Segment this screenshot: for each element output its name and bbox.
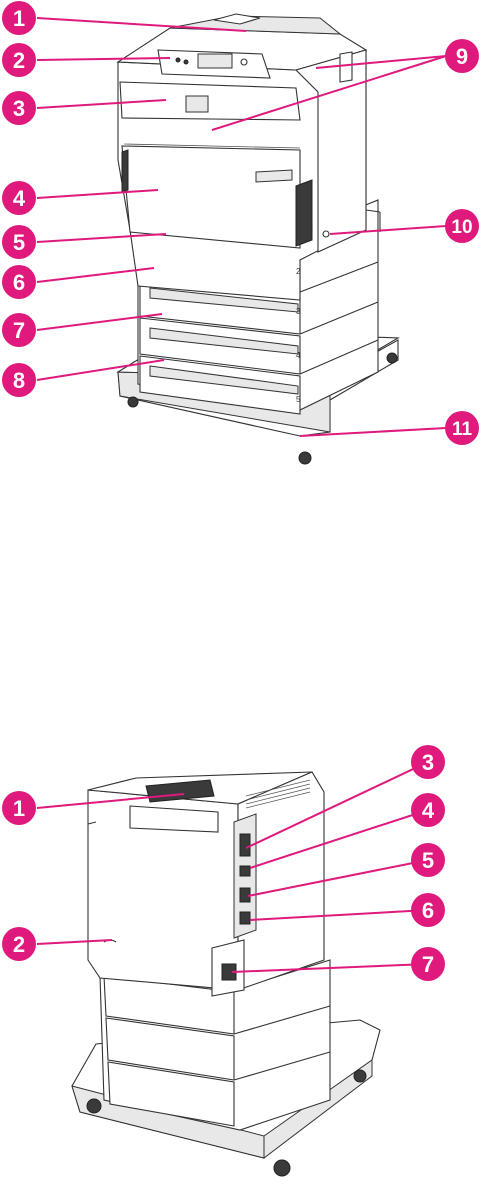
rear-callout-6: 6	[411, 893, 445, 927]
front-callout-2: 2	[2, 43, 36, 77]
svg-text:10: 10	[451, 217, 472, 238]
svg-text:4: 4	[13, 186, 26, 211]
svg-text:1: 1	[13, 796, 25, 821]
rear-callout-2: 2	[2, 927, 36, 961]
front-callout-1: 1	[2, 1, 36, 35]
svg-text:5: 5	[422, 848, 434, 873]
svg-text:8: 8	[13, 368, 25, 393]
tray-number-2: 2	[296, 267, 301, 276]
front-callout-7: 7	[2, 313, 36, 347]
tray-number-4: 4	[296, 351, 301, 360]
rear-callout-7: 7	[411, 947, 445, 981]
front-callout-4: 4	[2, 181, 36, 215]
svg-text:4: 4	[422, 798, 435, 823]
front-callout-8: 8	[2, 363, 36, 397]
front-callout-5: 5	[2, 225, 36, 259]
svg-text:9: 9	[456, 44, 468, 69]
rear-callout-5: 5	[411, 843, 445, 877]
front-callout-3: 3	[2, 91, 36, 125]
front-callout-10: 10	[445, 209, 479, 243]
svg-text:2: 2	[13, 932, 25, 957]
svg-text:7: 7	[422, 952, 434, 977]
rear-callout-4: 4	[411, 793, 445, 827]
front-callout-9: 9	[445, 39, 479, 73]
tray-number-5: 5	[296, 395, 301, 404]
svg-text:11: 11	[452, 419, 473, 440]
front-callout-11: 11	[445, 411, 479, 445]
svg-text:6: 6	[13, 270, 25, 295]
rear-callout-1: 1	[2, 791, 36, 825]
svg-text:3: 3	[13, 96, 25, 121]
rear-callout-3: 3	[411, 745, 445, 779]
svg-text:6: 6	[422, 898, 434, 923]
svg-text:5: 5	[13, 230, 25, 255]
svg-text:1: 1	[13, 6, 25, 31]
tray-number-3: 3	[296, 307, 301, 316]
svg-text:2: 2	[13, 48, 25, 73]
svg-text:7: 7	[13, 318, 25, 343]
front-callout-6: 6	[2, 265, 36, 299]
front-view-illustration: 2 3 4 5	[118, 14, 398, 464]
svg-text:3: 3	[422, 750, 434, 775]
rear-view-illustration	[72, 772, 380, 1176]
